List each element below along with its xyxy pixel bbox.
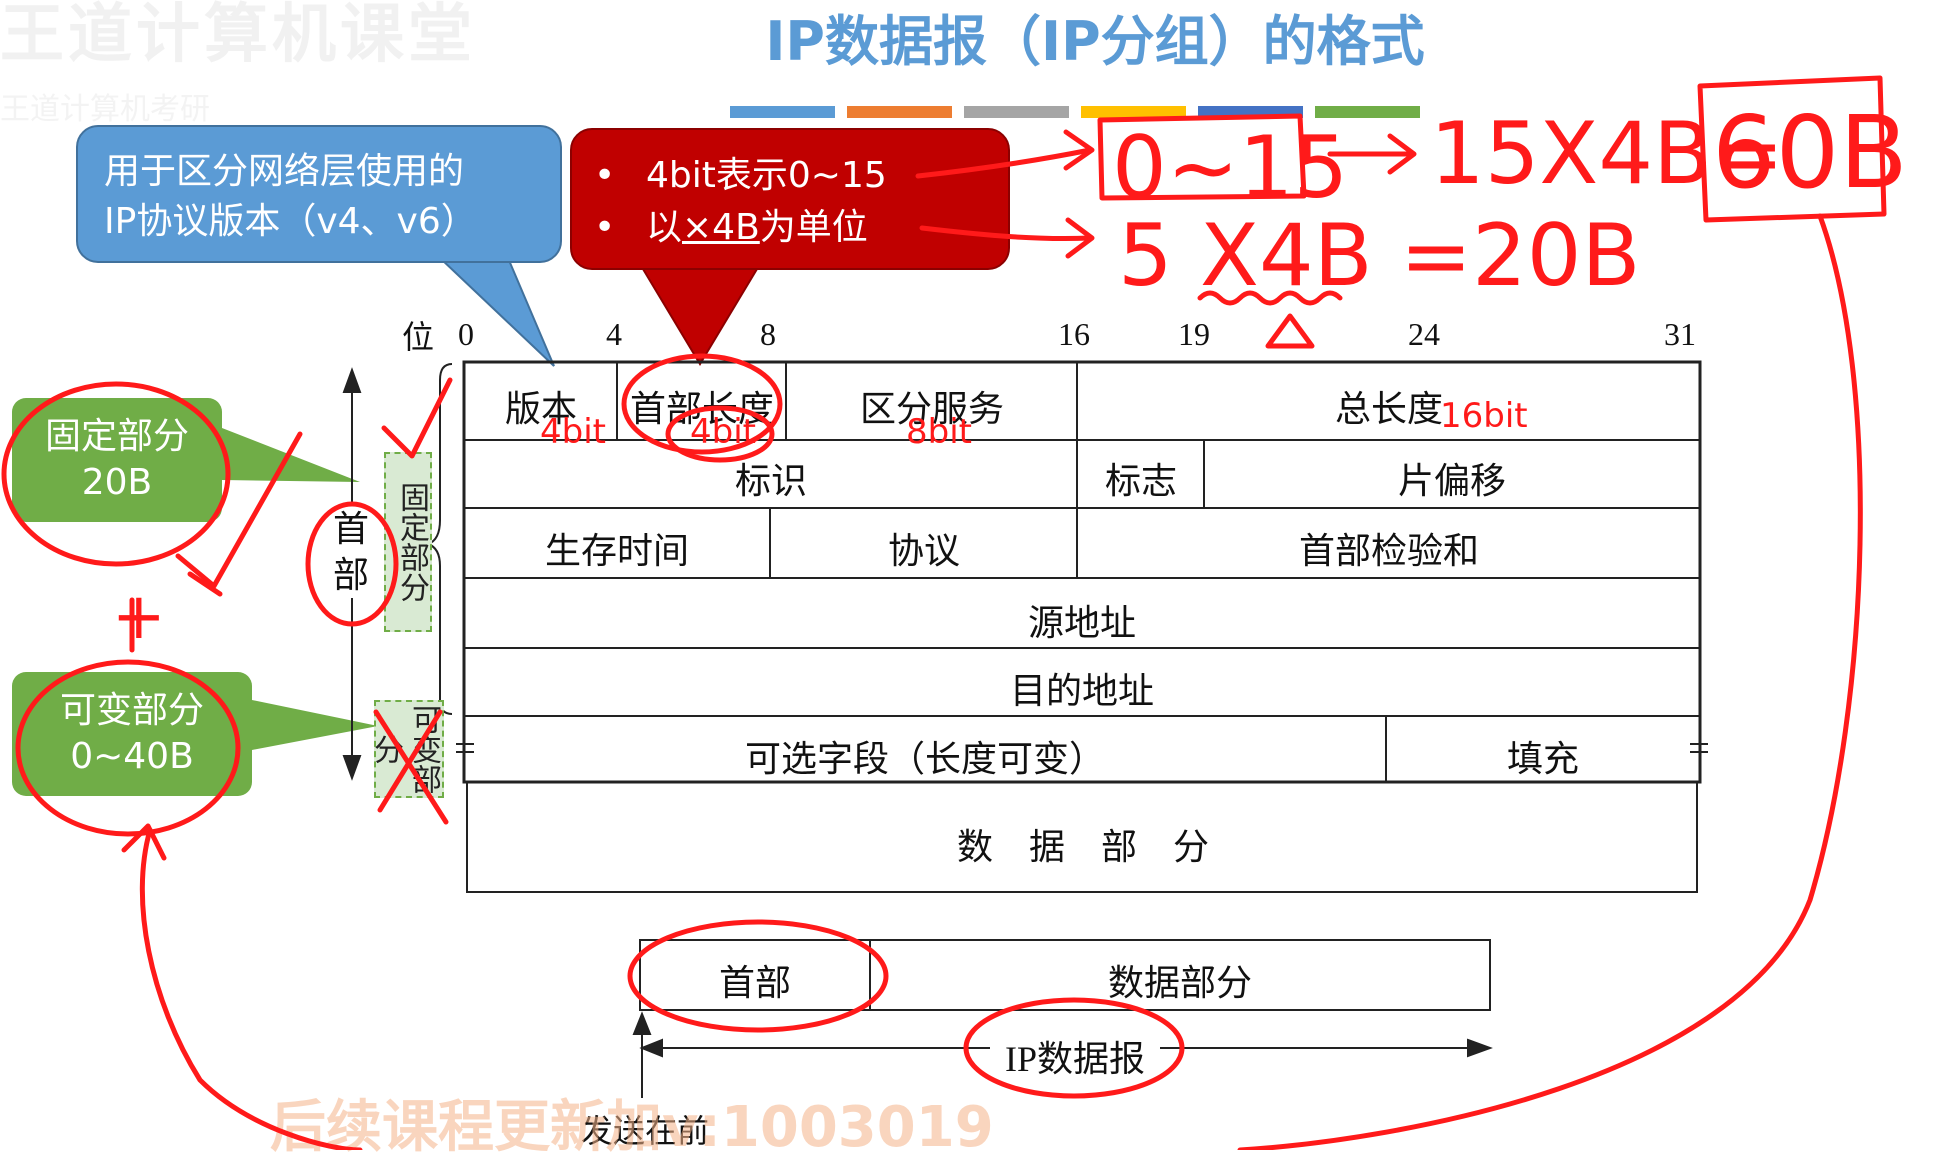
version-callout-line1: 用于区分网络层使用的 xyxy=(104,151,465,192)
field-destination-address: 目的地址 xyxy=(1009,671,1154,711)
title-strip-segment xyxy=(1081,106,1186,118)
field-protocol: 协议 xyxy=(887,531,960,571)
note-range: 0~15 xyxy=(1112,118,1349,218)
note-plus: + xyxy=(112,580,166,654)
field-header-checksum: 首部检验和 xyxy=(1298,531,1479,571)
note-max-result: 60B xyxy=(1712,94,1908,211)
note-total-length-bits: 16bit xyxy=(1440,396,1528,436)
bit-tick-16: 16 xyxy=(1058,316,1090,352)
bullet-icon: • xyxy=(594,155,616,196)
header-length-callout-unit: ×4B xyxy=(682,207,760,248)
packet-header: 首部 xyxy=(718,963,791,1003)
field-identification: 标识 xyxy=(734,461,807,501)
field-flags: 标志 xyxy=(1104,461,1177,501)
bit-tick-19: 19 xyxy=(1178,316,1210,352)
side-label-header: 首部 xyxy=(326,506,376,598)
title-strip-segment xyxy=(1315,106,1420,118)
field-padding: 填充 xyxy=(1506,739,1579,779)
title-strip-segment xyxy=(730,106,835,118)
bit-tick-0: 0 xyxy=(458,316,474,352)
field-differentiated-services: 区分服务 xyxy=(859,389,1004,429)
title-strip-segment xyxy=(964,106,1069,118)
variable-part-callout: 可变部分 0~40B xyxy=(12,672,252,796)
slide-title: IP数据报（IP分组）的格式 xyxy=(765,10,1425,73)
version-callout: 用于区分网络层使用的 IP协议版本（v4、v6） xyxy=(76,125,562,263)
note-version-bits: 4bit xyxy=(540,412,606,452)
fixed-part-callout-line2: 20B xyxy=(81,462,153,503)
variable-part-callout-line2: 0~40B xyxy=(70,736,194,777)
watermark-subtitle: 王道计算机考研 xyxy=(0,92,210,127)
packet-data: 数据部分 xyxy=(1107,963,1252,1003)
send-first-label: 发送在前 xyxy=(580,1113,709,1149)
field-data-part: 数 据 部 分 xyxy=(956,827,1209,867)
watermark-bottom: 后续课程更新加v:1003019 xyxy=(270,1095,994,1160)
field-source-address: 源地址 xyxy=(1027,603,1136,643)
header-length-callout-line1: 4bit表示0~15 xyxy=(646,155,887,196)
bullet-icon: • xyxy=(594,207,616,248)
field-ttl: 生存时间 xyxy=(544,531,689,571)
note-service-bits: 8bit xyxy=(906,412,972,452)
variable-part-callout-line1: 可变部分 xyxy=(59,690,204,731)
bit-tick-4: 4 xyxy=(606,316,622,352)
bit-tick-31: 31 xyxy=(1664,316,1696,352)
header-length-callout-line2-prefix: 以 xyxy=(646,207,683,248)
bit-tick-24: 24 xyxy=(1408,316,1440,352)
title-strip-segment xyxy=(847,106,952,118)
note-calc-max: 15X4B= xyxy=(1430,104,1785,204)
bit-ruler-label: 位 xyxy=(402,319,435,355)
field-total-length: 总长度 xyxy=(1334,389,1443,429)
fixed-part-callout-line1: 固定部分 xyxy=(44,416,189,457)
field-options: 可选字段（长度可变） xyxy=(744,739,1105,779)
field-fragment-offset: 片偏移 xyxy=(1397,461,1506,501)
header-length-callout: • 4bit表示0~15 • 以×4B为单位 xyxy=(570,128,1010,270)
fixed-part-callout: 固定部分 20B xyxy=(12,398,222,522)
note-calc-min: 5 X4B =20B xyxy=(1118,206,1641,306)
bit-tick-8: 8 xyxy=(760,316,776,352)
packet-label: IP数据报 xyxy=(990,1030,1160,1082)
field-version: 版本 xyxy=(504,389,577,429)
version-callout-line2: IP协议版本（v4、v6） xyxy=(104,201,477,242)
header-length-callout-line2-suffix: 为单位 xyxy=(759,207,868,248)
